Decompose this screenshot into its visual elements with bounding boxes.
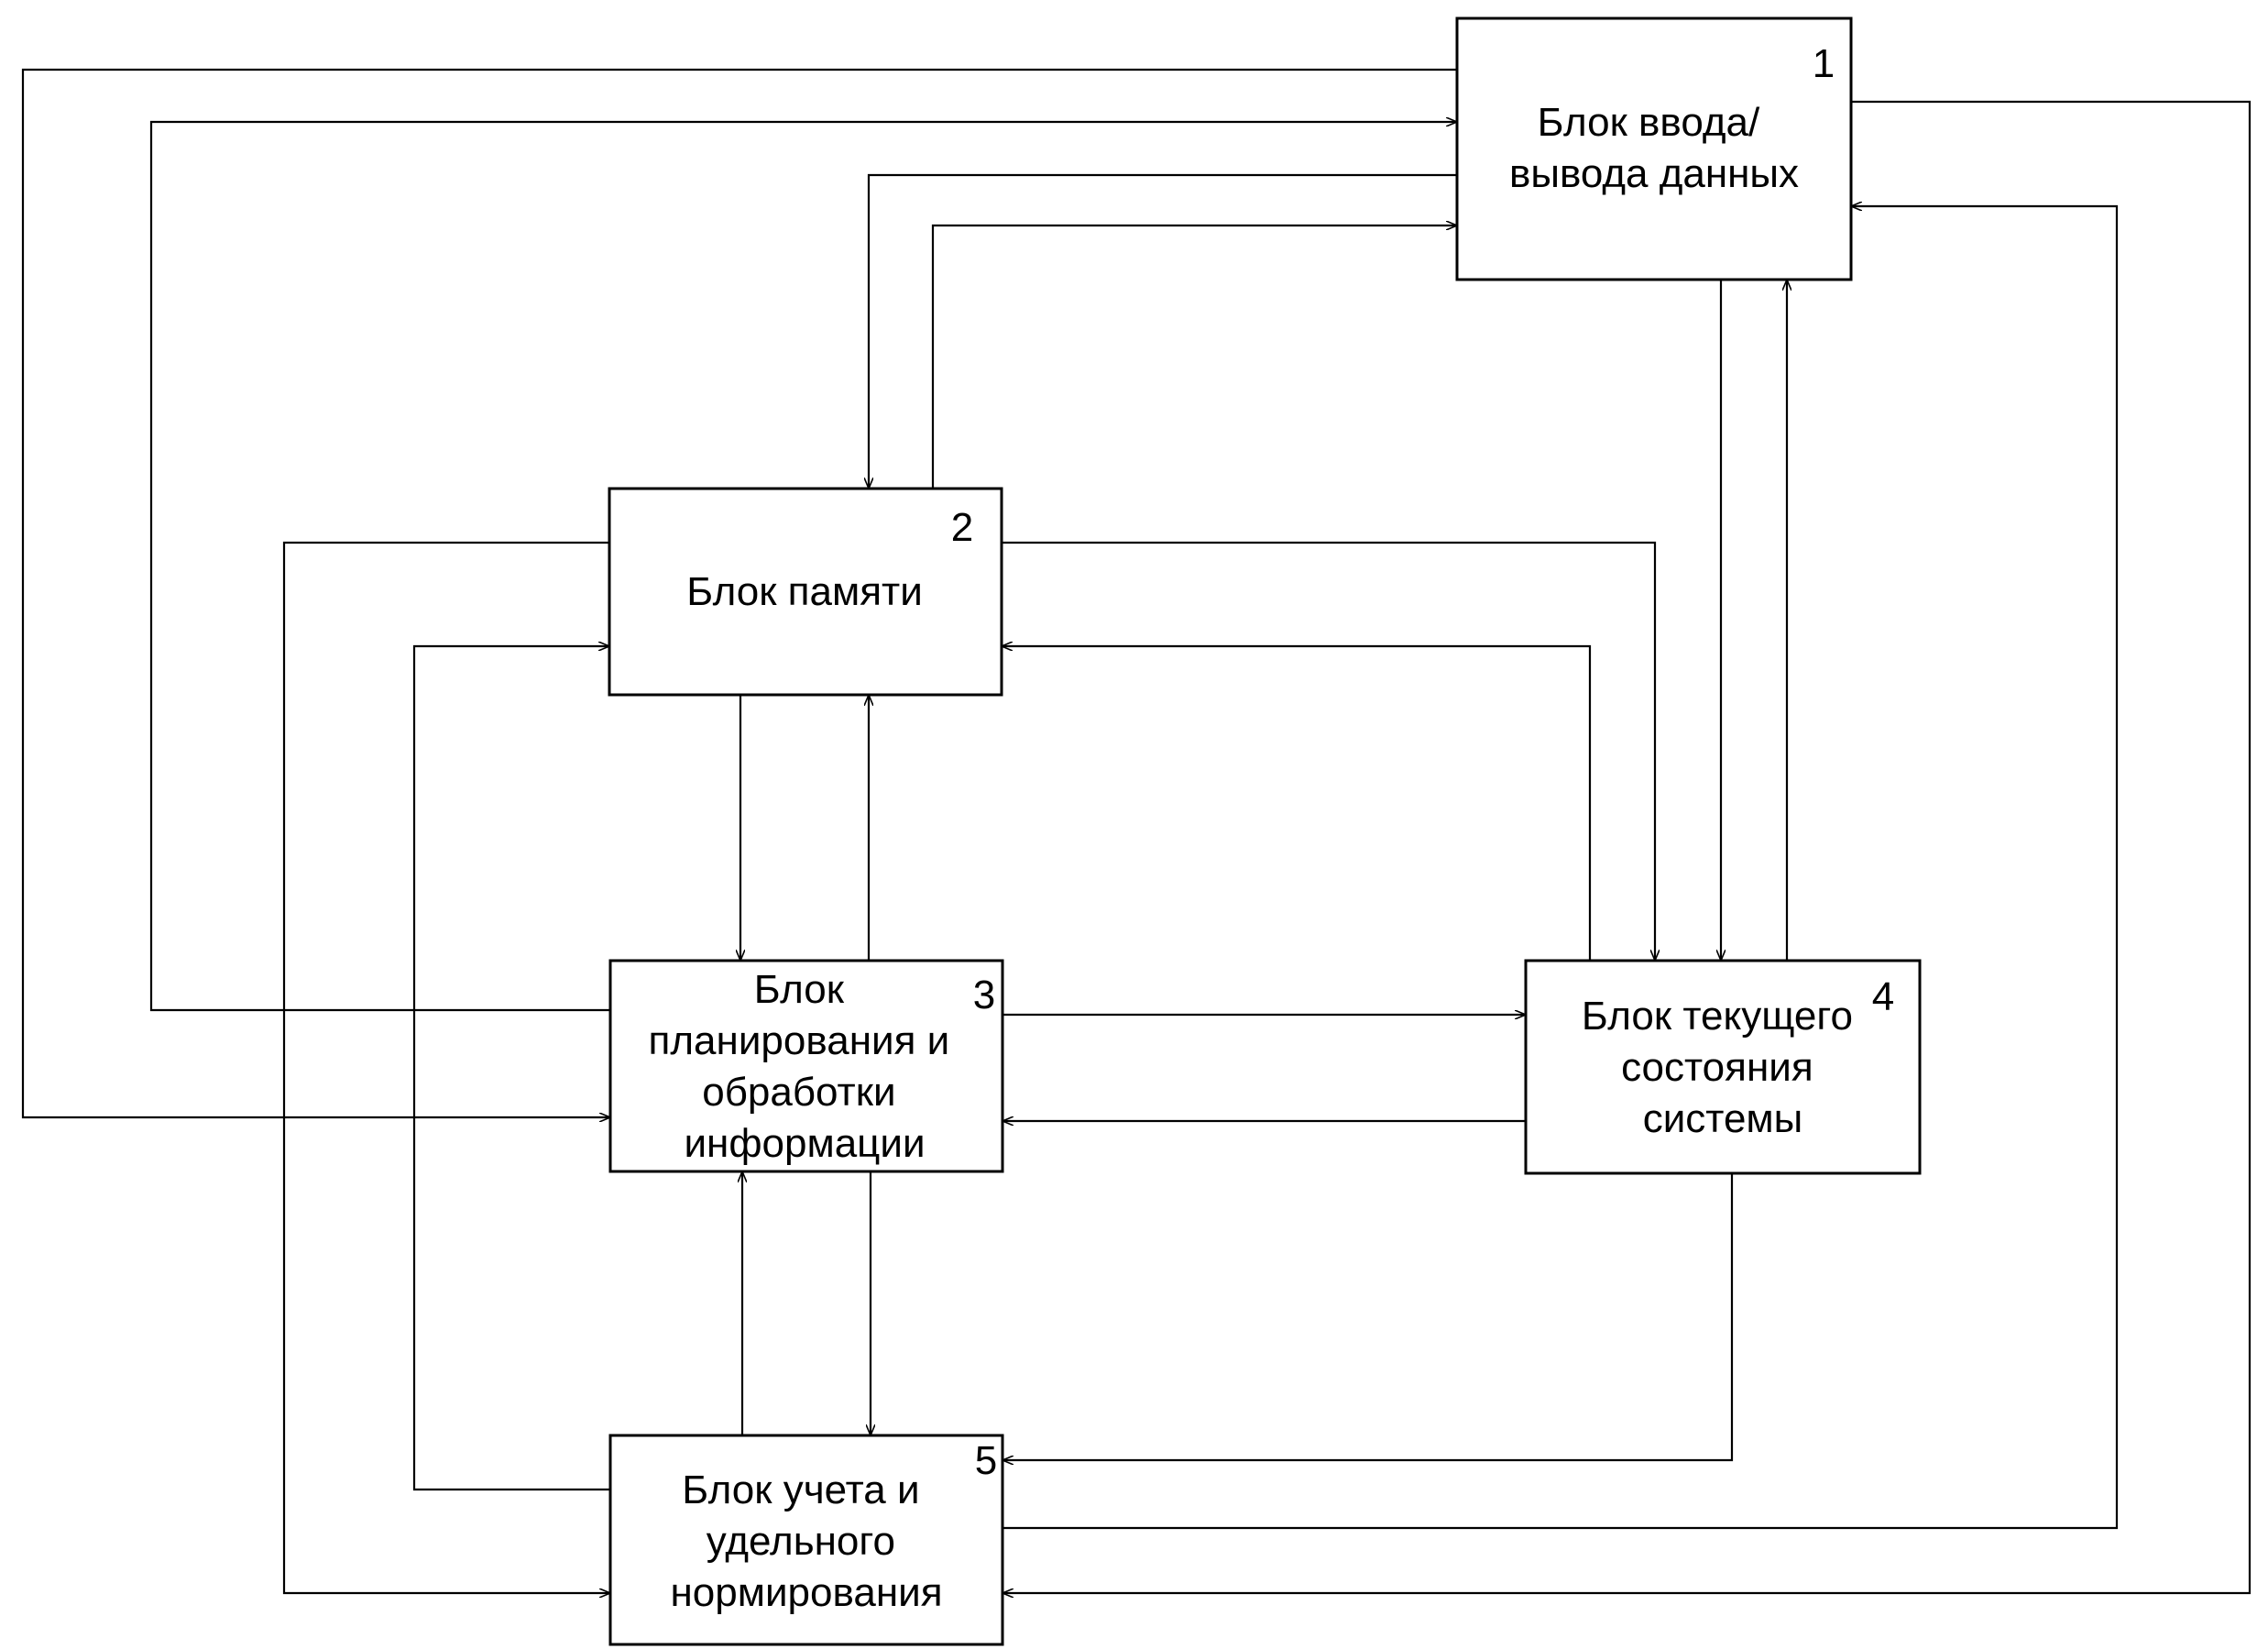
- block-state: 4 Блок текущего состояния системы: [1526, 961, 1920, 1173]
- connector-b1-to-b2: [869, 175, 1457, 489]
- block-accounting-label: Блок учета и удельного нормирования: [670, 1468, 942, 1615]
- connector-b1-to-b5: [1003, 102, 2250, 1593]
- block-memory-label: Блок памяти: [686, 569, 923, 614]
- block-io: 1 Блок ввода/ вывода данных: [1457, 18, 1851, 280]
- block-accounting: 5 Блок учета и удельного нормирования: [610, 1435, 1003, 1644]
- connector-b4-to-b5: [1003, 1173, 1732, 1460]
- connector-b2-to-b4: [1002, 543, 1655, 961]
- block-planning: 3 Блок планирования и обработки информац…: [610, 961, 1003, 1171]
- block-io-frame: [1457, 18, 1851, 280]
- connector-b2-to-b5: [284, 543, 610, 1593]
- block-planning-number: 3: [973, 973, 995, 1017]
- connector-b5-to-b1: [1003, 206, 2117, 1528]
- connections: [23, 70, 2250, 1593]
- connector-b2-to-b1: [933, 225, 1457, 489]
- block-memory-number: 2: [951, 505, 973, 550]
- block-io-number: 1: [1813, 41, 1835, 86]
- connector-b5-to-b2: [414, 646, 610, 1490]
- block-memory: 2 Блок памяти: [609, 489, 1002, 695]
- block-accounting-number: 5: [975, 1438, 997, 1483]
- block-state-number: 4: [1872, 974, 1894, 1019]
- connector-b4-to-b2: [1002, 646, 1590, 961]
